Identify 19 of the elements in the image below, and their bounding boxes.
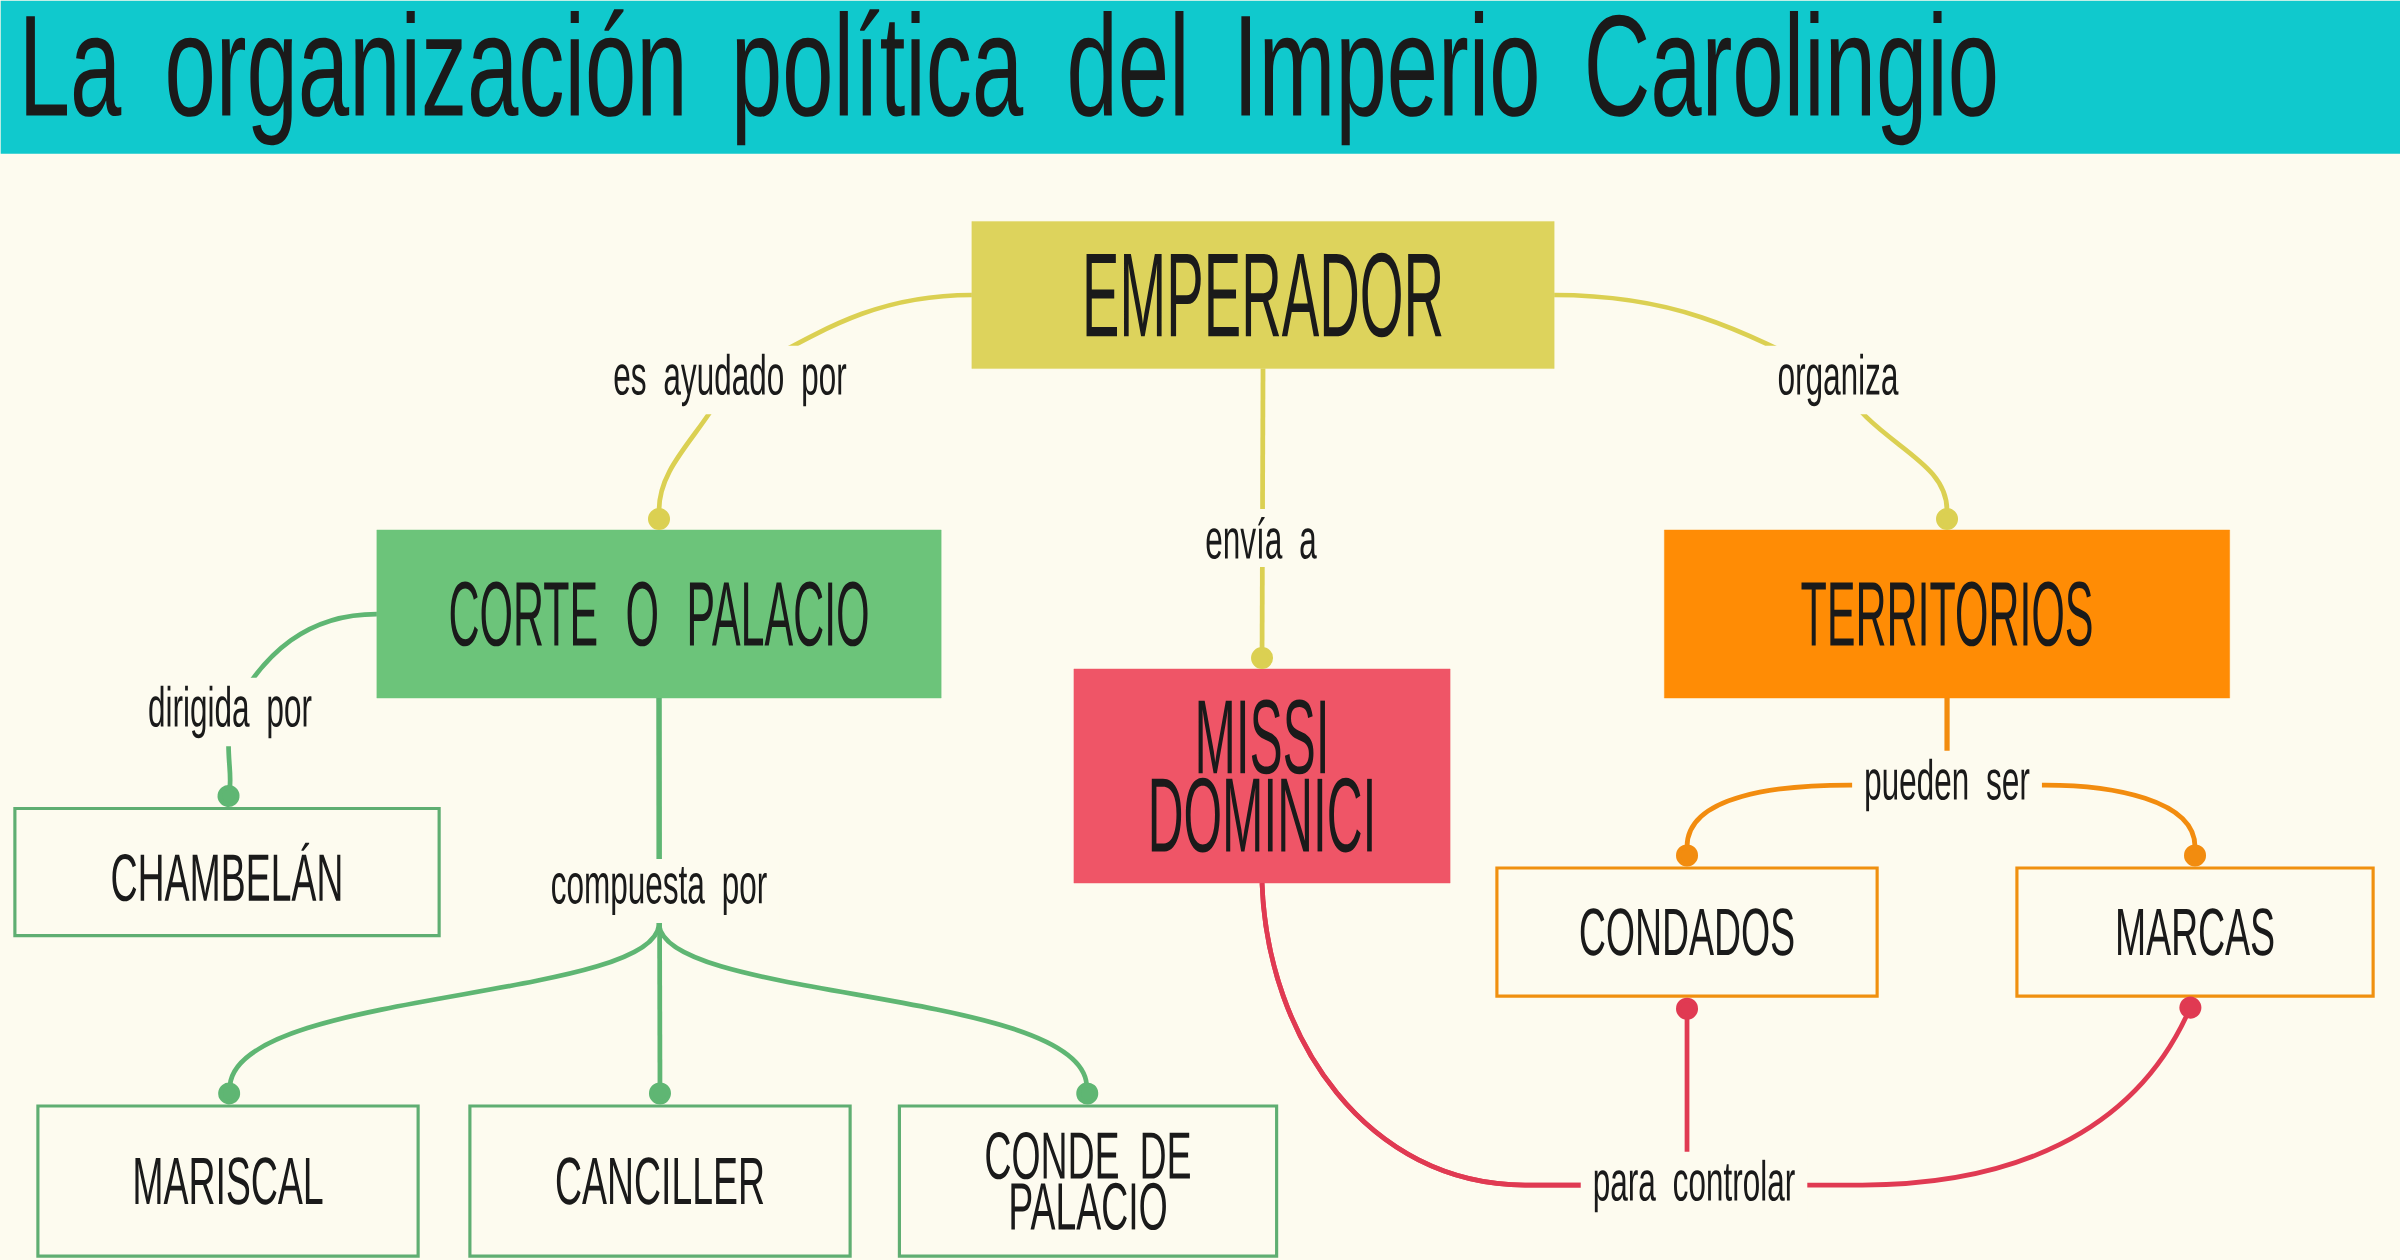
concept-box: CANCILLER bbox=[468, 1104, 852, 1258]
concept-box: CHAMBELÁN bbox=[13, 806, 441, 938]
title: La organización política del Imperio Carolingio bbox=[0, 0, 2400, 154]
concept-box: MARCAS bbox=[2015, 866, 2375, 998]
edge-label: pueden ser bbox=[1852, 750, 2042, 820]
concept-box: EMPERADOR bbox=[971, 221, 1555, 369]
edge-label: es ayudado por bbox=[601, 345, 859, 415]
concept-box: CONDE DE PALACIO bbox=[897, 1104, 1279, 1258]
edge-label: para controlar bbox=[1580, 1151, 1808, 1221]
concept-box: MISSI DOMINICI bbox=[1073, 668, 1451, 884]
concept-box: CONDADOS bbox=[1495, 866, 1879, 998]
concept-box: CORTE O PALACIO bbox=[376, 529, 942, 699]
edge-label: organiza bbox=[1765, 345, 1911, 415]
concept-box: MARISCAL bbox=[36, 1104, 420, 1258]
edge-label: envía a bbox=[1193, 509, 1329, 567]
concept-box: TERRITORIOS bbox=[1664, 529, 2230, 699]
edge-label: dirigida por bbox=[136, 677, 324, 747]
connector bbox=[656, 698, 1099, 1105]
edge-label: compuesta por bbox=[538, 859, 780, 924]
